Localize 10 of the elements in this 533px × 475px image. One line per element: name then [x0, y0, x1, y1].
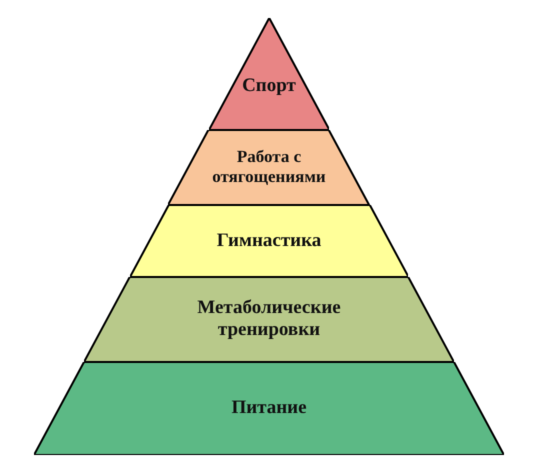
tier-label: Спорт: [241, 74, 297, 98]
pyramid-tier: [130, 205, 408, 277]
pyramid-tier: [34, 362, 504, 455]
tier-label: Работа с отягощениями: [211, 147, 327, 188]
pyramid-tier: [84, 277, 454, 362]
pyramid-tier: [168, 130, 370, 205]
tier-label: Гимнастика: [216, 230, 322, 252]
pyramid-tier: [208, 18, 330, 130]
tier-label: Питание: [230, 397, 308, 420]
tier-label: Метаболические тренировки: [196, 296, 342, 342]
